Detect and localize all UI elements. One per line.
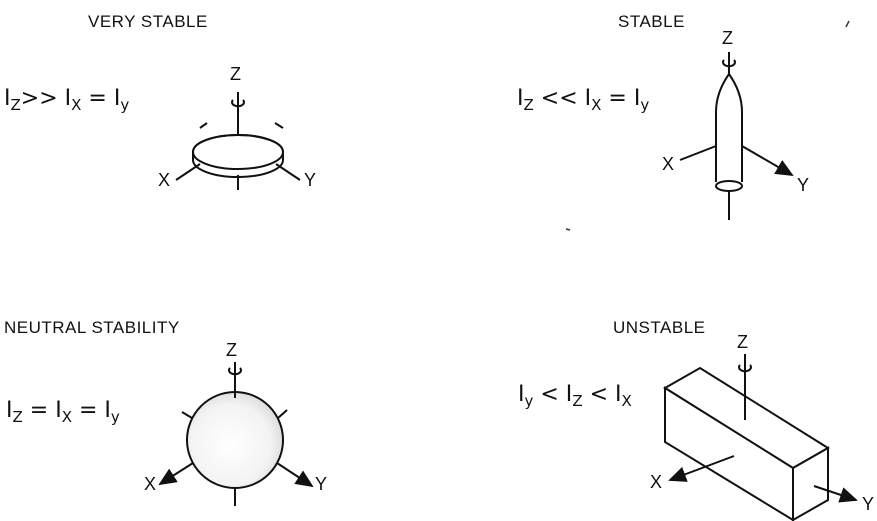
formula-subscript: Z: [523, 96, 534, 114]
formula-subscript: Z: [10, 96, 21, 114]
neutral-x-label: X: [144, 474, 157, 494]
formula-subscript: y: [120, 96, 130, 114]
stable-y-label: Y: [797, 175, 810, 195]
formula-subscript: X: [621, 392, 632, 410]
formula-text: = I: [71, 398, 111, 423]
neutral-formula: IZ = IX = Iy: [6, 398, 120, 426]
formula-text: < I: [582, 382, 622, 407]
stable-x-label: X: [662, 154, 675, 174]
sphere-shape: [158, 362, 314, 506]
very-stable-y-label: Y: [304, 170, 317, 190]
formula-subscript: Z: [12, 408, 23, 426]
disk-shape: [175, 92, 301, 190]
formula-subscript: y: [110, 408, 120, 426]
stable-formula: IZ << IX = Iy: [517, 86, 649, 114]
stable-title: STABLE: [618, 12, 685, 31]
unstable-title: UNSTABLE: [613, 318, 706, 337]
formula-text: I: [517, 86, 524, 111]
formula-text: I: [6, 398, 13, 423]
formula-text: << I: [533, 86, 592, 111]
unstable-x-label: X: [650, 472, 663, 492]
unstable-z-label: Z: [737, 332, 748, 352]
formula-text: < I: [533, 382, 573, 407]
formula-subscript: X: [61, 408, 72, 426]
very-stable-title: VERY STABLE: [88, 12, 208, 31]
formula-subscript: Z: [572, 392, 583, 410]
formula-text: >> I: [20, 86, 72, 111]
unstable-y-label: Y: [862, 494, 875, 514]
formula-text: = I: [81, 86, 121, 111]
stable-z-label: Z: [722, 28, 733, 48]
formula-subscript: y: [640, 96, 650, 114]
rod-shape: [679, 52, 794, 220]
formula-text: = I: [22, 398, 62, 423]
very-stable-x-label: X: [158, 170, 171, 190]
box-axes: [668, 354, 858, 503]
formula-text: = I: [601, 86, 641, 111]
neutral-z-label: Z: [226, 340, 237, 360]
formula-text: I: [518, 382, 525, 407]
very-stable-z-label: Z: [230, 64, 241, 84]
unstable-formula: Iy < IZ < IX: [518, 382, 632, 410]
formula-subscript: X: [71, 96, 82, 114]
very-stable-formula: IZ>> IX = Iy: [4, 86, 129, 114]
neutral-y-label: Y: [315, 474, 328, 494]
formula-subscript: X: [591, 96, 602, 114]
neutral-stability-title: NEUTRAL STABILITY: [4, 318, 180, 337]
formula-text: I: [4, 86, 11, 111]
box-shape: [663, 366, 830, 521]
formula-subscript: y: [524, 392, 534, 410]
